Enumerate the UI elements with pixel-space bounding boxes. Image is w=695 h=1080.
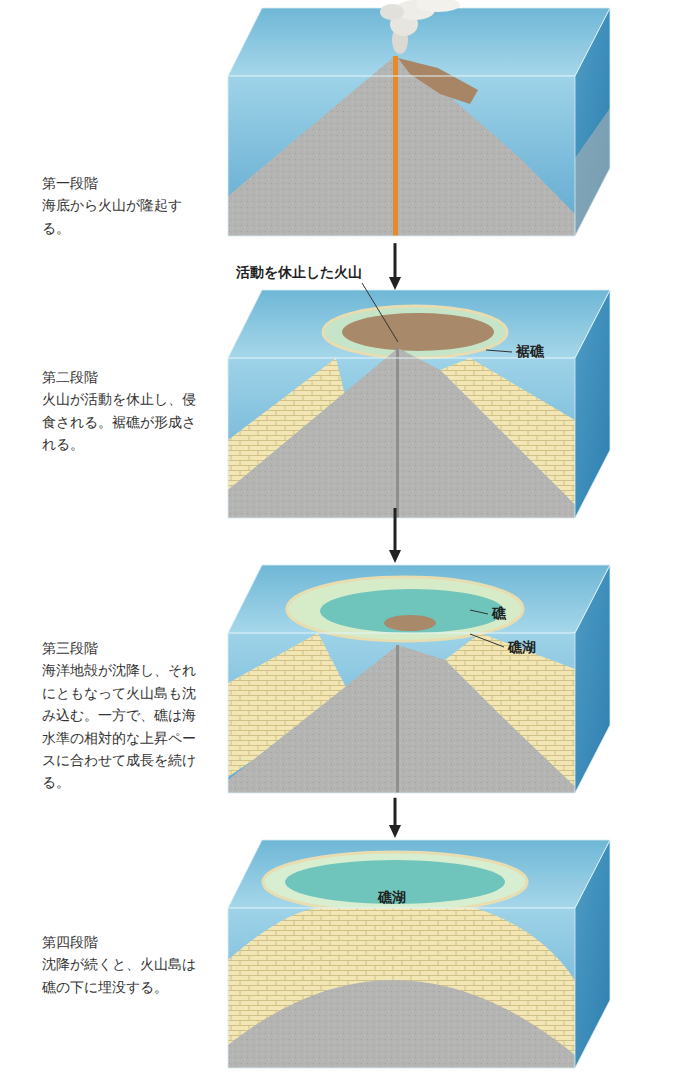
stage-description: 海洋地殻が沈降し、それにともなって火山島も沈み込む。一方で、礁は海水準の相対的な… [42,659,204,793]
stage-panel: 第四段階沈降が続くと、火山島は礁の下に埋没する。 [30,838,630,1070]
stage-panel: 第一段階海底から火山が隆起する。 [30,0,630,243]
stage-text: 第一段階海底から火山が隆起する。 [42,172,204,239]
stage-arrow [389,243,401,290]
smoke-plume [380,0,460,54]
stage-panel: 第二段階火山が活動を休止し、侵食される。裾礁が形成される。 [30,290,630,508]
stage-arrow [389,508,401,563]
stage-panel: 第三段階海洋地殻が沈降し、それにともなって火山島も沈み込む。一方で、礁は海水準の… [30,563,630,798]
stage-heading: 第三段階 [42,637,204,659]
stage-text: 第三段階海洋地殻が沈降し、それにともなって火山島も沈み込む。一方で、礁は海水準の… [42,637,204,794]
stage-text: 第四段階沈降が続くと、火山島は礁の下に埋没する。 [42,931,204,998]
stage-heading: 第二段階 [42,366,204,388]
part-label: 礁 [492,605,506,621]
stage-description: 沈降が続くと、火山島は礁の下に埋没する。 [42,953,204,998]
stage-text: 第二段階火山が活動を休止し、侵食される。裾礁が形成される。 [42,366,204,456]
part-label: 礁湖 [508,639,536,655]
part-label: 裾礁 [516,343,544,359]
leader-lines [362,283,512,647]
stage-description: 海底から火山が隆起する。 [42,194,204,239]
stage-heading: 第四段階 [42,931,204,953]
stage-heading: 第一段階 [42,172,204,194]
stage-arrow [389,798,401,838]
part-label: 活動を休止した火山 [236,264,362,280]
part-label: 礁湖 [378,889,406,905]
stage-description: 火山が活動を休止し、侵食される。裾礁が形成される。 [42,388,204,455]
